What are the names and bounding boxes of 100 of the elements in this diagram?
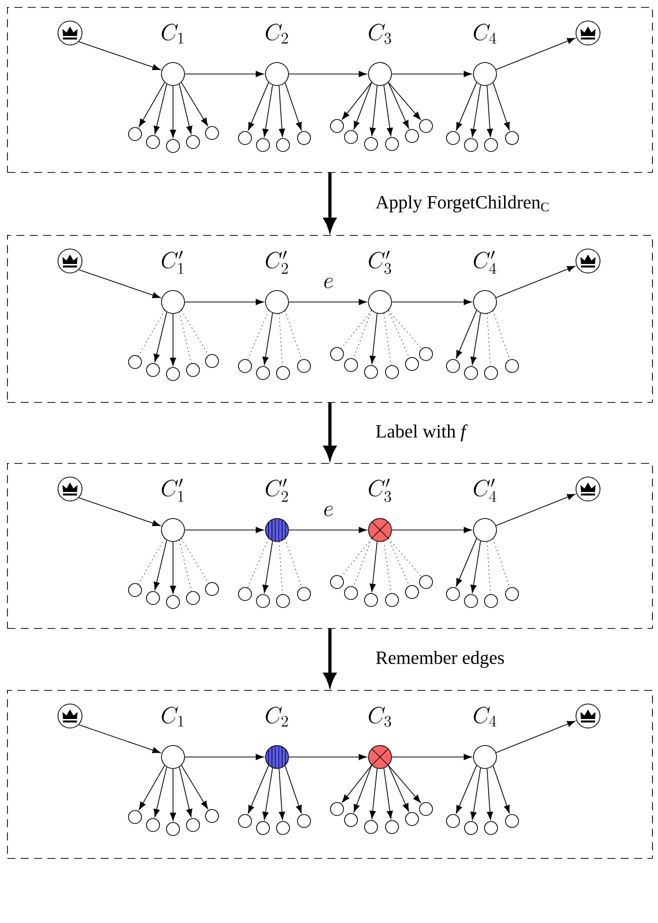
circle-node: [364, 593, 378, 607]
circle-node: [344, 130, 358, 144]
arrow: [78, 497, 160, 526]
arrow: [486, 768, 493, 820]
arrow: [496, 266, 576, 298]
arrow: [456, 310, 477, 358]
dotted-line: [353, 538, 372, 587]
arrow: [248, 765, 269, 814]
arrow: [354, 765, 372, 812]
circle-node: [238, 814, 252, 828]
circle-node: [330, 347, 344, 361]
circle-node: [205, 126, 219, 140]
arrow: [456, 82, 477, 130]
arrow: [178, 84, 192, 134]
arrow: [370, 768, 378, 819]
circle-node: [161, 290, 185, 314]
circle-node: [419, 802, 433, 816]
dotted-line: [138, 310, 165, 356]
circle-node: [464, 366, 478, 380]
arrow: [284, 82, 302, 130]
arrow: [78, 724, 160, 754]
arrow: [342, 765, 372, 803]
circle-node: [161, 745, 185, 769]
arrow: [486, 85, 493, 137]
circle-node: [276, 821, 290, 835]
arrow: [470, 312, 481, 365]
circle-node: [368, 62, 392, 86]
circle-node: [446, 359, 460, 373]
arrow: [170, 314, 176, 366]
circle-node: [256, 138, 270, 152]
arrow: [78, 269, 160, 298]
circle-node: [484, 366, 498, 380]
node-label: $C_1$: [162, 24, 184, 44]
dotted-line: [486, 313, 491, 366]
arrow: [138, 82, 165, 127]
circle-node: [446, 131, 460, 145]
arrow: [248, 82, 269, 130]
circle-node: [146, 818, 160, 832]
arrow: [370, 85, 378, 136]
circle-node: [419, 347, 433, 361]
arrow: [154, 84, 168, 134]
circle-node: [128, 355, 142, 369]
circle-node: [364, 820, 378, 834]
arrow: [492, 765, 510, 814]
arrow: [284, 765, 302, 814]
arrow: [392, 70, 472, 78]
circle-node: [276, 138, 290, 152]
circle-node: [344, 586, 358, 600]
circle-node: [405, 585, 419, 599]
arrow: [170, 768, 176, 821]
circle-node: [330, 575, 344, 589]
circle-node: [473, 745, 497, 769]
arrow: [470, 84, 481, 137]
arrow: [278, 85, 285, 137]
crown-icon: [58, 248, 82, 274]
arrow: [184, 754, 264, 760]
node-label: $C_4$: [474, 24, 496, 44]
arrow: [170, 542, 176, 594]
circle-node: [166, 139, 180, 153]
arrow: [496, 494, 576, 526]
circle-node: [405, 357, 419, 371]
arrow: [178, 766, 192, 817]
dotted-line: [278, 313, 283, 366]
circle-node: [446, 587, 460, 601]
node-label: $C'_1$: [162, 250, 184, 274]
circle-node: [368, 745, 392, 769]
dotted-line: [388, 310, 410, 358]
circle-node: [364, 365, 378, 379]
circle-node: [256, 821, 270, 835]
node-label: $C'_2$: [266, 250, 288, 274]
circle-node: [161, 62, 185, 86]
circle-node: [128, 810, 142, 824]
node-label: $C'_4$: [474, 250, 496, 274]
arrow: [78, 41, 160, 70]
dotted-line: [138, 538, 165, 584]
node-label: $C'_3$: [368, 478, 391, 502]
node-label: $C'_4$: [474, 478, 496, 502]
arrow: [388, 765, 409, 812]
circle-node: [464, 821, 478, 835]
dotted-line: [247, 538, 269, 588]
circle-node: [265, 290, 289, 314]
crown-icon: [576, 476, 600, 502]
arrow: [388, 765, 421, 803]
dotted-line: [284, 538, 302, 588]
circle-node: [446, 814, 460, 828]
node-label: $C'_3$: [368, 250, 391, 274]
circle-node: [166, 367, 180, 381]
circle-node: [344, 358, 358, 372]
circle-node: [297, 131, 311, 145]
dotted-line: [179, 540, 192, 592]
dotted-line: [181, 310, 209, 356]
crown-icon: [576, 248, 600, 274]
circle-node: [385, 820, 399, 834]
crown-icon: [58, 476, 82, 502]
arrow: [383, 84, 393, 136]
arrow: [154, 766, 168, 817]
edge-label: Apply ForgetChildren$_{C}$: [374, 194, 552, 214]
dotted-line: [492, 310, 510, 360]
circle-node: [385, 365, 399, 379]
circle-node: [330, 119, 344, 133]
